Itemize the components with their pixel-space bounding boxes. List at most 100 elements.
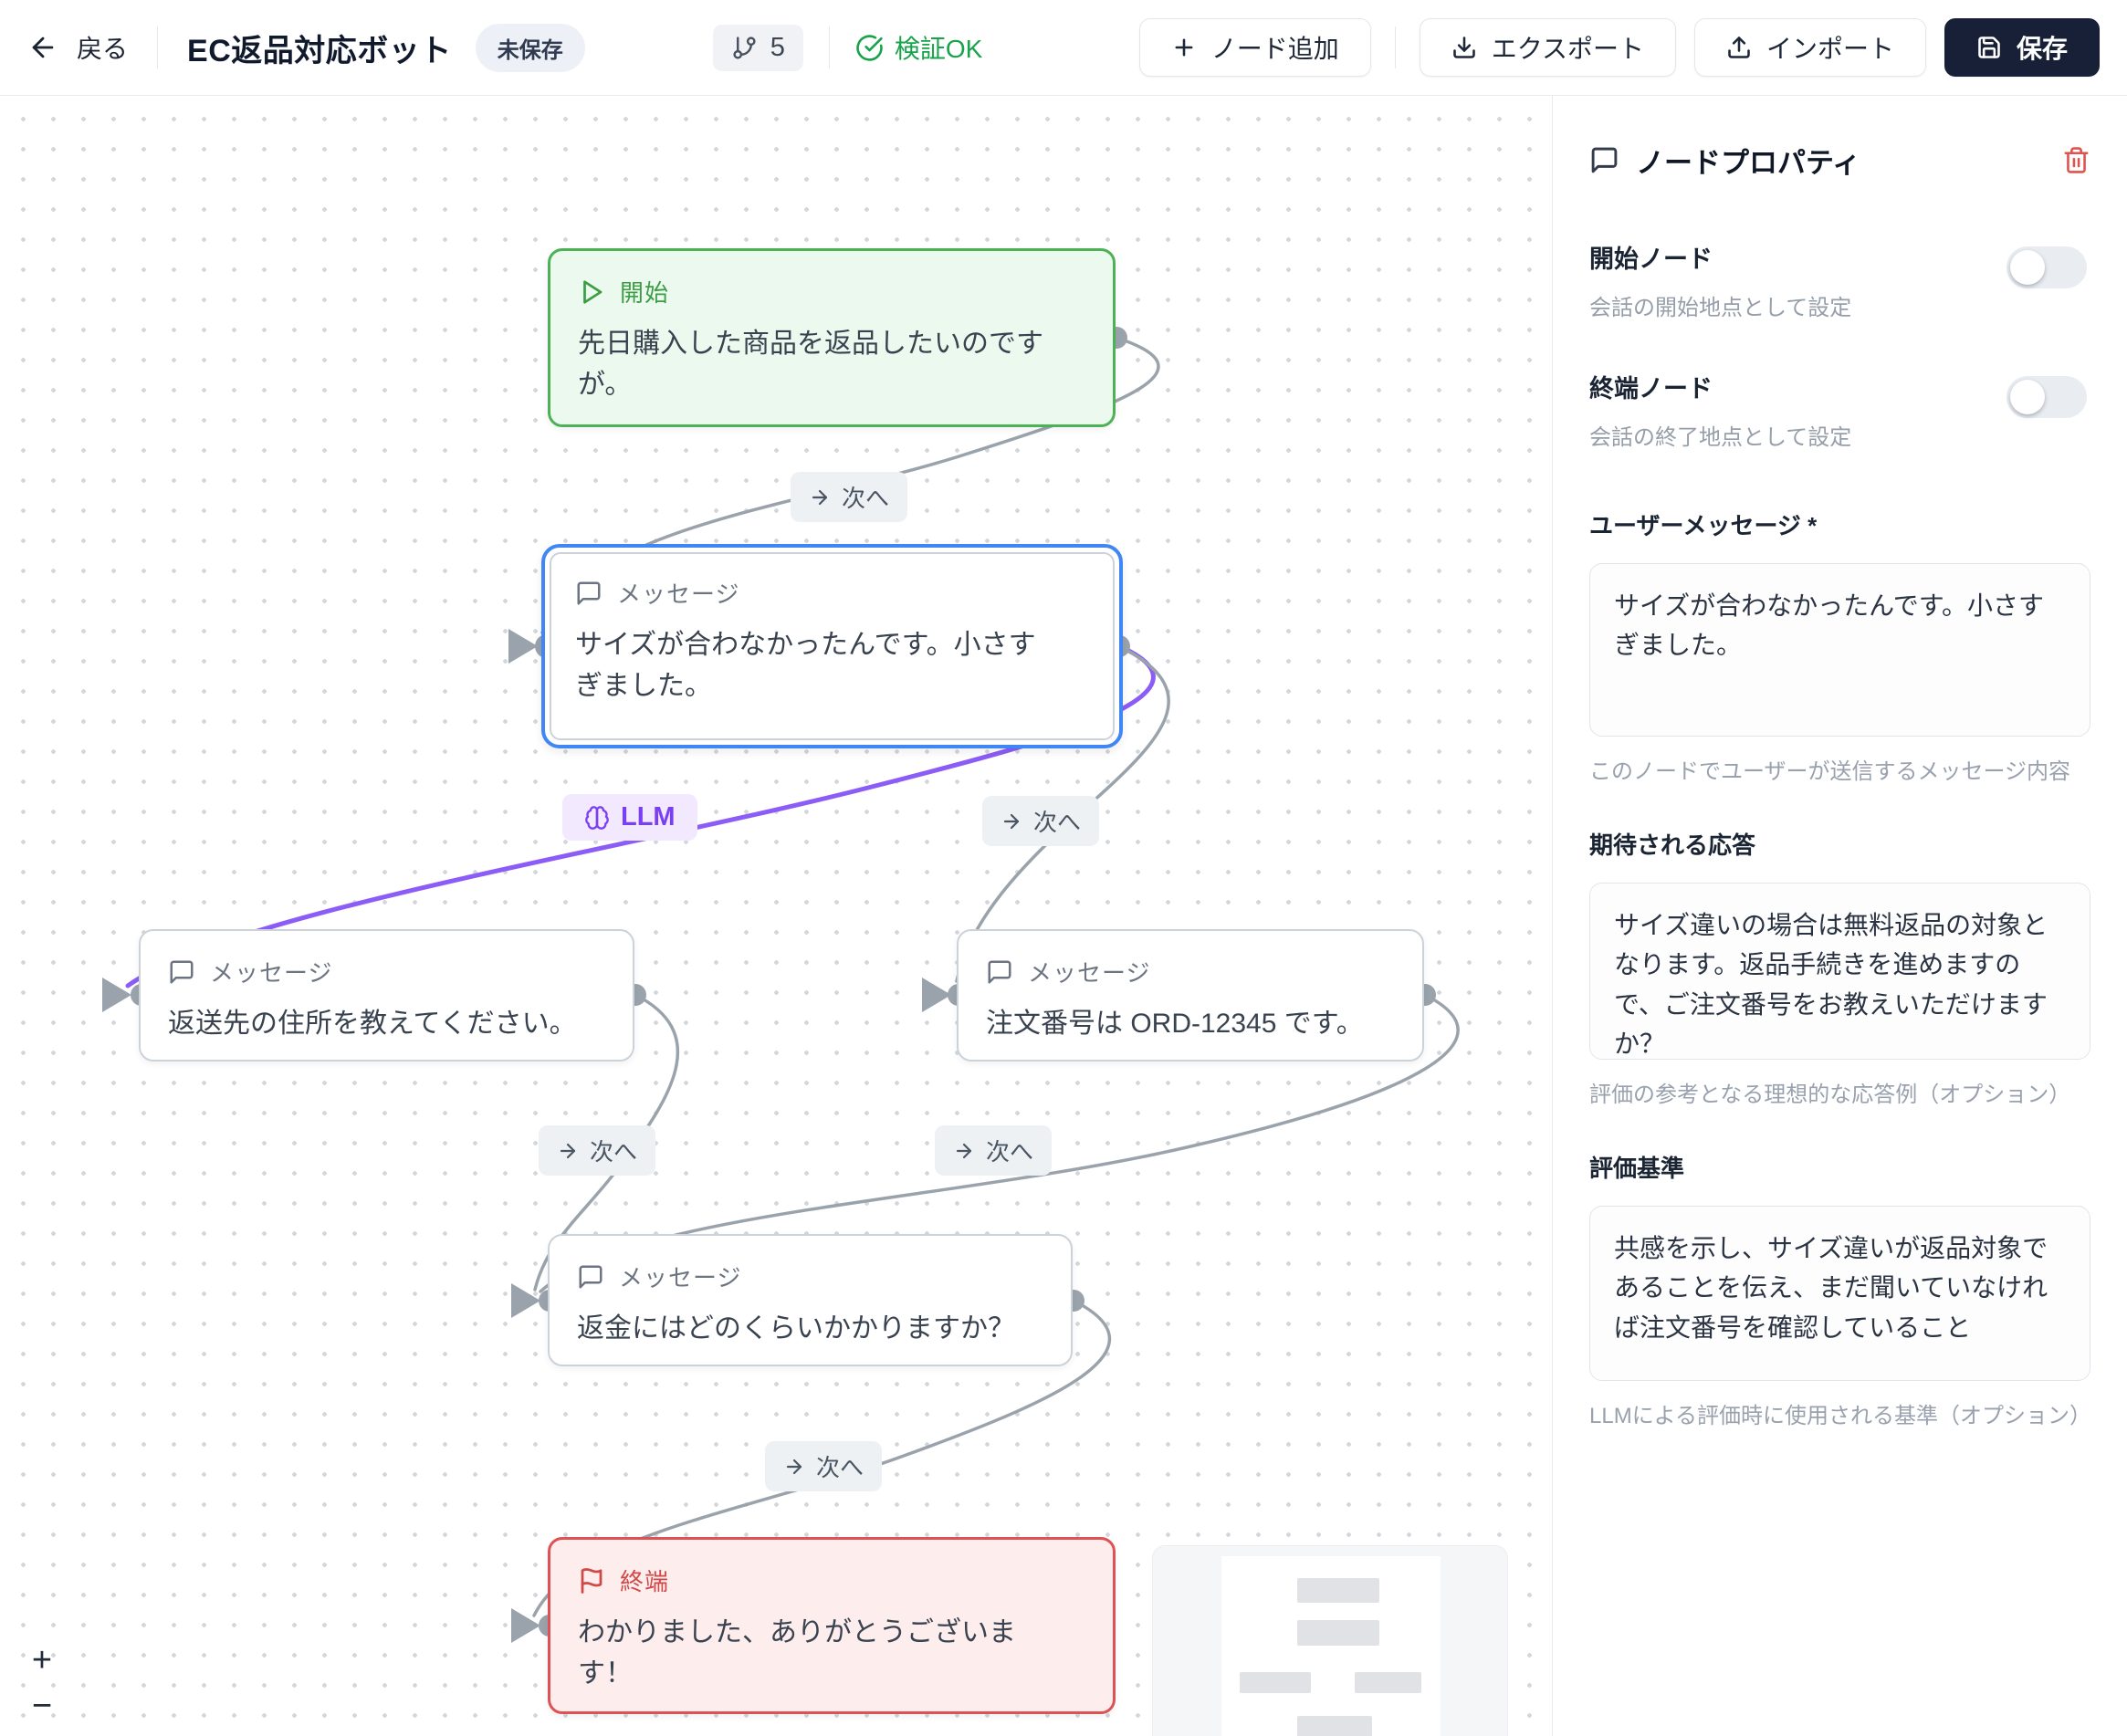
node-type-label: メッセージ [1028, 959, 1151, 987]
export-button[interactable]: エクスポート [1419, 18, 1676, 77]
node-body-text: サイズが合わなかったんです。小さすぎました。 [575, 630, 1036, 701]
edge-label-next: 次へ [935, 1125, 1053, 1176]
message-icon [986, 958, 1013, 986]
add-node-button[interactable]: ノード追加 [1138, 18, 1371, 77]
node-start[interactable]: 開始 先日購入した商品を返品したいのですが。 [548, 248, 1116, 427]
node-message-middle[interactable]: メッセージ 返金にはどのくらいかかりますか？ [548, 1234, 1073, 1366]
toolbar: 戻る EC返品対応ボット 未保存 5 検証OK ノード追加 [0, 0, 2127, 96]
start-node-toggle-label: 開始ノード [1589, 246, 1713, 273]
node-count-badge: 5 [712, 24, 803, 71]
start-node-toggle-row: 開始ノード 会話の開始地点として設定 [1589, 239, 2090, 321]
import-label: インポート [1766, 35, 1894, 63]
delete-node-button[interactable] [2062, 146, 2090, 174]
save-button[interactable]: 保存 [1944, 18, 2100, 77]
flow-canvas[interactable]: 開始 先日購入した商品を返品したいのですが。 次へ メッセージ サイズが合わなか… [0, 96, 1552, 1736]
node-count-value: 5 [770, 32, 785, 62]
upload-icon [1726, 35, 1752, 60]
back-label: 戻る [77, 35, 129, 63]
back-button[interactable]: 戻る [27, 29, 128, 66]
zoom-in-button[interactable]: + [20, 1638, 64, 1682]
expected-response-input[interactable]: サイズ違いの場合は無料返品の対象となります。返品手続きを進めますので、ご注文番号… [1589, 883, 2090, 1060]
zoom-controls: + − [20, 1638, 64, 1728]
validation-status: 検証OK [855, 29, 982, 66]
panel-title: ノードプロパティ [1636, 147, 1861, 179]
node-type-label: メッセージ [619, 1264, 742, 1292]
export-label: エクスポート [1491, 35, 1644, 63]
arrow-right-icon [1001, 810, 1022, 832]
node-type-label: 開始 [620, 279, 670, 307]
node-body-text: 先日購入した商品を返品したいのですが。 [578, 329, 1043, 400]
node-message-left[interactable]: メッセージ 返送先の住所を教えてください。 [139, 929, 634, 1061]
minimap-node [1355, 1672, 1421, 1693]
minimap-node [1297, 1578, 1379, 1603]
end-node-toggle-description: 会話の終了地点として設定 [1589, 425, 1852, 450]
arrowhead [508, 629, 538, 664]
node-body-text: 注文番号は ORD-12345 です。 [986, 1009, 1364, 1039]
save-icon [1976, 35, 2002, 60]
message-icon [575, 580, 602, 607]
node-properties-panel: ノードプロパティ 開始ノード 会話の開始地点として設定 終端ノード 会話の終了地… [1552, 96, 2127, 1736]
user-message-label: ユーザーメッセージ * [1589, 512, 1818, 539]
save-label: 保存 [2016, 35, 2068, 63]
expected-response-hint: 評価の参考となる理想的な応答例（オプション） [1589, 1082, 2071, 1107]
evaluation-criteria-input[interactable]: 共感を示し、サイズ違いが返品対象であることを伝え、まだ聞いていなければ注文番号を… [1589, 1206, 2090, 1381]
toggle-knob [2010, 380, 2045, 414]
arrow-right-icon [557, 1140, 579, 1162]
plus-icon [1171, 35, 1197, 60]
trash-icon [2062, 146, 2090, 174]
message-icon [168, 958, 195, 986]
zoom-out-button[interactable]: − [20, 1684, 64, 1728]
download-icon [1451, 35, 1477, 60]
end-node-toggle-label: 終端ノード [1589, 375, 1713, 403]
brain-icon [584, 805, 610, 831]
edge-label-text: 次へ [986, 1138, 1034, 1166]
start-node-toggle-description: 会話の開始地点として設定 [1589, 296, 1852, 320]
arrowhead [102, 978, 131, 1012]
toolbar-divider [157, 26, 159, 68]
check-circle-icon [855, 34, 884, 62]
arrow-left-icon [27, 32, 58, 63]
edge-label-next: 次へ [982, 796, 1100, 846]
node-message-right[interactable]: メッセージ 注文番号は ORD-12345 です。 [957, 929, 1424, 1061]
message-icon [577, 1263, 604, 1291]
node-type-label: メッセージ [617, 580, 740, 608]
node-body-text: 返送先の住所を教えてください。 [168, 1009, 577, 1039]
git-branch-icon [731, 35, 758, 61]
user-message-input[interactable]: サイズが合わなかったんです。小さすぎました。 [1589, 563, 2090, 737]
start-node-toggle[interactable] [2007, 246, 2087, 288]
toolbar-divider [1394, 26, 1396, 68]
evaluation-criteria-label: 評価基準 [1589, 1155, 1685, 1182]
edge-label-text: 次へ [590, 1138, 638, 1166]
edge-label-text: 次へ [816, 1454, 864, 1481]
node-message-selected[interactable]: メッセージ サイズが合わなかったんです。小さすぎました。 [541, 544, 1123, 748]
toolbar-divider [828, 26, 830, 68]
arrowhead [511, 1608, 540, 1643]
end-node-toggle-row: 終端ノード 会話の終了地点として設定 [1589, 369, 2090, 451]
minimap-node [1297, 1716, 1372, 1736]
node-end[interactable]: 終端 わかりました、ありがとうございます！ [548, 1537, 1116, 1714]
play-icon [578, 278, 605, 306]
user-message-hint: このノードでユーザーが送信するメッセージ内容 [1589, 759, 2071, 784]
flag-icon [578, 1567, 605, 1595]
unsaved-badge: 未保存 [475, 23, 585, 72]
import-button[interactable]: インポート [1693, 18, 1926, 77]
add-node-label: ノード追加 [1210, 35, 1339, 63]
edge-label-text: 次へ [842, 485, 890, 512]
node-type-label: 終端 [620, 1568, 670, 1595]
arrow-right-icon [953, 1140, 975, 1162]
minimap-node [1297, 1620, 1379, 1646]
edge-label-next: 次へ [539, 1125, 656, 1176]
end-node-toggle[interactable] [2007, 376, 2087, 418]
edge-label-text: LLM [621, 802, 676, 831]
expected-response-field: 期待される応答 サイズ違いの場合は無料返品の対象となります。返品手続きを進めます… [1589, 827, 2090, 1108]
node-type-label: メッセージ [210, 959, 333, 987]
minimap-node [1240, 1672, 1311, 1693]
edge-llm [125, 643, 1156, 988]
edge-label-next: 次へ [791, 472, 908, 522]
edge-label-next: 次へ [765, 1441, 883, 1491]
arrow-right-icon [783, 1456, 805, 1478]
arrowhead [511, 1283, 540, 1318]
minimap[interactable] [1152, 1545, 1508, 1736]
edge-label-text: 次へ [1033, 809, 1082, 836]
